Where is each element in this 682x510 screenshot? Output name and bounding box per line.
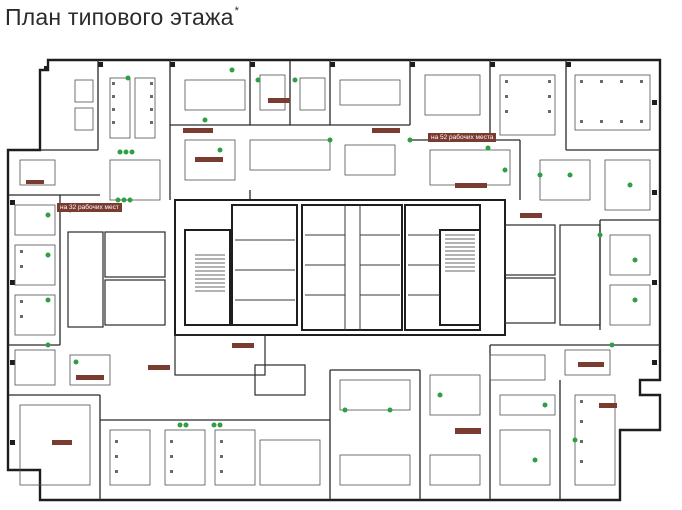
outer-walls [6, 58, 662, 502]
room-tag [232, 343, 254, 348]
room-tag [76, 375, 104, 380]
room-tag [520, 213, 542, 218]
room-tag [578, 362, 604, 367]
furniture [14, 74, 651, 486]
room-tag [26, 180, 44, 184]
room-tag [372, 128, 400, 133]
pillars [10, 62, 657, 445]
utility-rooms [67, 224, 601, 396]
room-tag [455, 428, 481, 434]
workplaces-label-left: на 32 рабочих мест [57, 203, 122, 212]
stairs [195, 234, 475, 292]
workplaces-label-right: на 52 рабочих места [428, 133, 497, 142]
room-tag [52, 440, 72, 445]
room-tag [599, 403, 617, 408]
elevator-shafts [235, 205, 440, 330]
room-tag [455, 183, 487, 188]
room-tag [268, 98, 290, 103]
room-tag [195, 157, 223, 162]
room-tag [148, 365, 170, 370]
plan-title-footnote-mark: * [234, 5, 240, 18]
chairs [20, 80, 643, 473]
room-tag [183, 128, 213, 133]
plan-title: План типового этажа* [5, 4, 239, 31]
plan-title-text: План типового этажа [5, 4, 234, 30]
room-partitions [8, 60, 660, 500]
building-core [174, 199, 506, 336]
